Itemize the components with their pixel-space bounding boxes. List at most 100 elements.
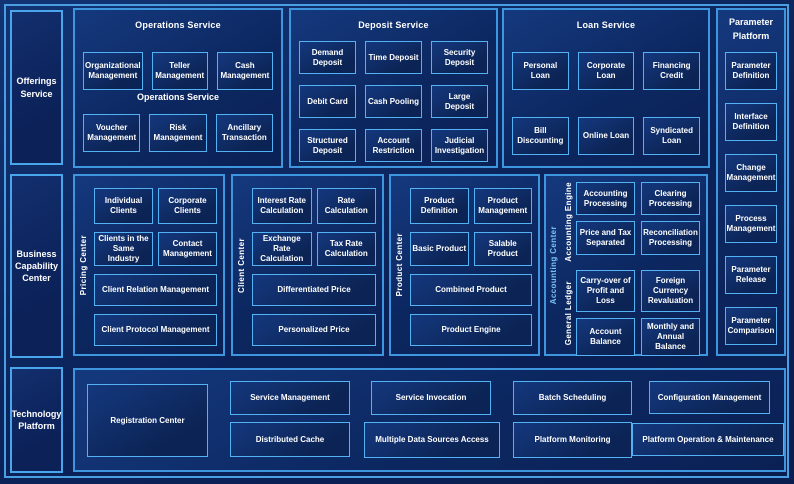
deposit-row-1: Demand Deposit Time Deposit Security Dep… xyxy=(291,41,496,74)
box-clients-in-the-same-industry: Clients in the Same Industry xyxy=(94,232,153,266)
box-platform-operation-maintenance: Platform Operation & Maintenance xyxy=(632,423,784,456)
box-risk-management: Risk Management xyxy=(149,114,207,152)
box-foreign-currency-revaluation: Foreign Currency Revaluation xyxy=(641,269,700,312)
operations-row-2: Voucher Management Risk Management Ancil… xyxy=(75,114,281,152)
parameter-platform-title: Parameter Platform xyxy=(725,16,777,43)
section-technology-platform: Registration Center Service Management D… xyxy=(73,368,786,472)
box-process-management: Process Management xyxy=(725,205,777,243)
box-cash-pooling: Cash Pooling xyxy=(365,85,422,118)
box-product-management: Product Management xyxy=(473,188,532,224)
box-individual-clients: Individual Clients xyxy=(94,188,153,224)
box-exchange-rate-calculation: Exchange Rate Calculation xyxy=(252,232,312,266)
box-product-engine: Product Engine xyxy=(410,314,532,346)
section-accounting-center: Accounting Center Accounting Engine Acco… xyxy=(544,174,708,356)
section-client-center: Client Center Interest Rate Calculation … xyxy=(231,174,384,356)
product-center-vstrip: Product Center xyxy=(391,176,408,354)
product-center-body: Product Definition Product Management Ba… xyxy=(408,176,538,354)
product-center-label: Product Center xyxy=(395,233,404,297)
operations-service-subtitle: Operations Service xyxy=(136,92,220,102)
box-salable-product: Salable Product xyxy=(473,232,532,266)
box-carry-over-of-profit-and-loss: Carry-over of Profit and Loss xyxy=(576,269,635,312)
box-debit-card: Debit Card xyxy=(299,85,356,118)
box-product-definition: Product Definition xyxy=(410,188,469,224)
deposit-row-3: Structured Deposit Account Restriction J… xyxy=(291,129,496,162)
accounting-engine-group: Accounting Engine Accounting Processing … xyxy=(561,182,700,262)
client-pair-1: Interest Rate Calculation Rate Calculati… xyxy=(252,188,376,224)
box-demand-deposit: Demand Deposit xyxy=(299,41,356,74)
accounting-center-label: Accounting Center xyxy=(549,225,558,305)
rail-technology-platform-label: Technology Platform xyxy=(11,408,62,431)
box-parameter-release: Parameter Release xyxy=(725,256,777,294)
operations-row-1: Organizational Management Teller Managem… xyxy=(75,52,281,90)
box-parameter-definition: Parameter Definition xyxy=(725,52,777,90)
box-combined-product: Combined Product xyxy=(410,274,532,306)
general-ledger-grid: Carry-over of Profit and Loss Foreign Cu… xyxy=(576,269,700,356)
accounting-engine-label: Accounting Engine xyxy=(564,182,573,262)
box-distributed-cache: Distributed Cache xyxy=(230,422,350,457)
parameter-platform-items: Parameter Definition Interface Definitio… xyxy=(725,52,777,345)
box-service-management: Service Management xyxy=(230,381,350,415)
box-corporate-loan: Corporate Loan xyxy=(577,52,635,90)
box-service-invocation: Service Invocation xyxy=(371,381,491,415)
accounting-engine-vstrip: Accounting Engine xyxy=(561,182,576,262)
box-configuration-management: Configuration Management xyxy=(649,381,770,414)
box-judicial-investigation: Judicial Investigation xyxy=(431,129,488,162)
box-account-balance: Account Balance xyxy=(576,317,635,356)
box-registration-center: Registration Center xyxy=(87,384,208,457)
box-multiple-data-sources-access: Multiple Data Sources Access xyxy=(364,422,500,458)
box-structured-deposit: Structured Deposit xyxy=(299,129,356,162)
box-bill-discounting: Bill Discounting xyxy=(512,117,569,155)
box-cash-management: Cash Management xyxy=(216,52,273,90)
section-loan-service: Loan Service Personal Loan Corporate Loa… xyxy=(502,8,710,168)
box-differentiated-price: Differentiated Price xyxy=(252,274,376,306)
client-center-vstrip: Client Center xyxy=(233,176,250,354)
box-financing-credit: Financing Credit xyxy=(643,52,701,90)
accounting-center-body: Accounting Engine Accounting Processing … xyxy=(561,176,706,356)
rail-offerings-service: Offerings Service xyxy=(10,10,63,165)
client-center-label: Client Center xyxy=(237,237,246,293)
box-basic-product: Basic Product xyxy=(410,232,469,266)
box-platform-monitoring: Platform Monitoring xyxy=(513,422,632,458)
box-voucher-management: Voucher Management xyxy=(83,114,141,152)
box-tax-rate-calculation: Tax Rate Calculation xyxy=(316,232,376,266)
box-corporate-clients: Corporate Clients xyxy=(158,188,217,224)
deposit-service-title: Deposit Service xyxy=(358,20,429,30)
box-teller-management: Teller Management xyxy=(151,52,208,90)
box-clearing-processing: Clearing Processing xyxy=(641,182,700,215)
client-pair-2: Exchange Rate Calculation Tax Rate Calcu… xyxy=(252,224,376,266)
general-ledger-vstrip: General Ledger xyxy=(561,270,576,356)
product-pair-2: Basic Product Salable Product xyxy=(410,224,532,266)
box-client-protocol-management: Client Protocol Management xyxy=(94,314,217,346)
loan-row-2: Bill Discounting Online Loan Syndicated … xyxy=(504,117,708,155)
box-accounting-processing: Accounting Processing xyxy=(576,182,635,215)
deposit-row-2: Debit Card Cash Pooling Large Deposit xyxy=(291,85,496,118)
loan-service-title: Loan Service xyxy=(576,20,636,30)
section-deposit-service: Deposit Service Demand Deposit Time Depo… xyxy=(289,8,498,168)
box-personal-loan: Personal Loan xyxy=(512,52,569,90)
parameter-platform-title-line2: Platform xyxy=(732,30,770,41)
box-syndicated-loan: Syndicated Loan xyxy=(643,117,701,155)
section-parameter-platform: Parameter Platform Parameter Definition … xyxy=(716,8,786,356)
accounting-center-vstrip: Accounting Center xyxy=(546,176,561,354)
rail-business-capability-center-label: Business Capability Center xyxy=(15,248,59,284)
rail-offerings-service-label: Offerings Service xyxy=(16,76,57,99)
section-product-center: Product Center Product Definition Produc… xyxy=(389,174,540,356)
box-client-relation-management: Client Relation Management xyxy=(94,274,217,306)
general-ledger-label: General Ledger xyxy=(564,280,573,345)
product-pair-1: Product Definition Product Management xyxy=(410,188,532,224)
client-center-body: Interest Rate Calculation Rate Calculati… xyxy=(250,176,382,354)
box-time-deposit: Time Deposit xyxy=(365,41,422,74)
rail-technology-platform: Technology Platform xyxy=(10,367,63,473)
box-monthly-and-annual-balance: Monthly and Annual Balance xyxy=(641,317,700,356)
box-online-loan: Online Loan xyxy=(577,117,635,155)
box-interest-rate-calculation: Interest Rate Calculation xyxy=(252,188,312,224)
box-account-restriction: Account Restriction xyxy=(365,129,422,162)
box-price-and-tax-separated: Price and Tax Separated xyxy=(576,221,635,255)
rail-business-capability-center: Business Capability Center xyxy=(10,174,63,358)
box-parameter-comparison: Parameter Comparison xyxy=(725,307,777,345)
box-organizational-management: Organizational Management xyxy=(83,52,143,90)
accounting-engine-grid: Accounting Processing Clearing Processin… xyxy=(576,182,700,262)
parameter-platform-title-line1: Parameter xyxy=(728,17,774,27)
pricing-pair-1: Individual Clients Corporate Clients xyxy=(94,188,217,224)
box-contact-management: Contact Management xyxy=(158,232,217,266)
